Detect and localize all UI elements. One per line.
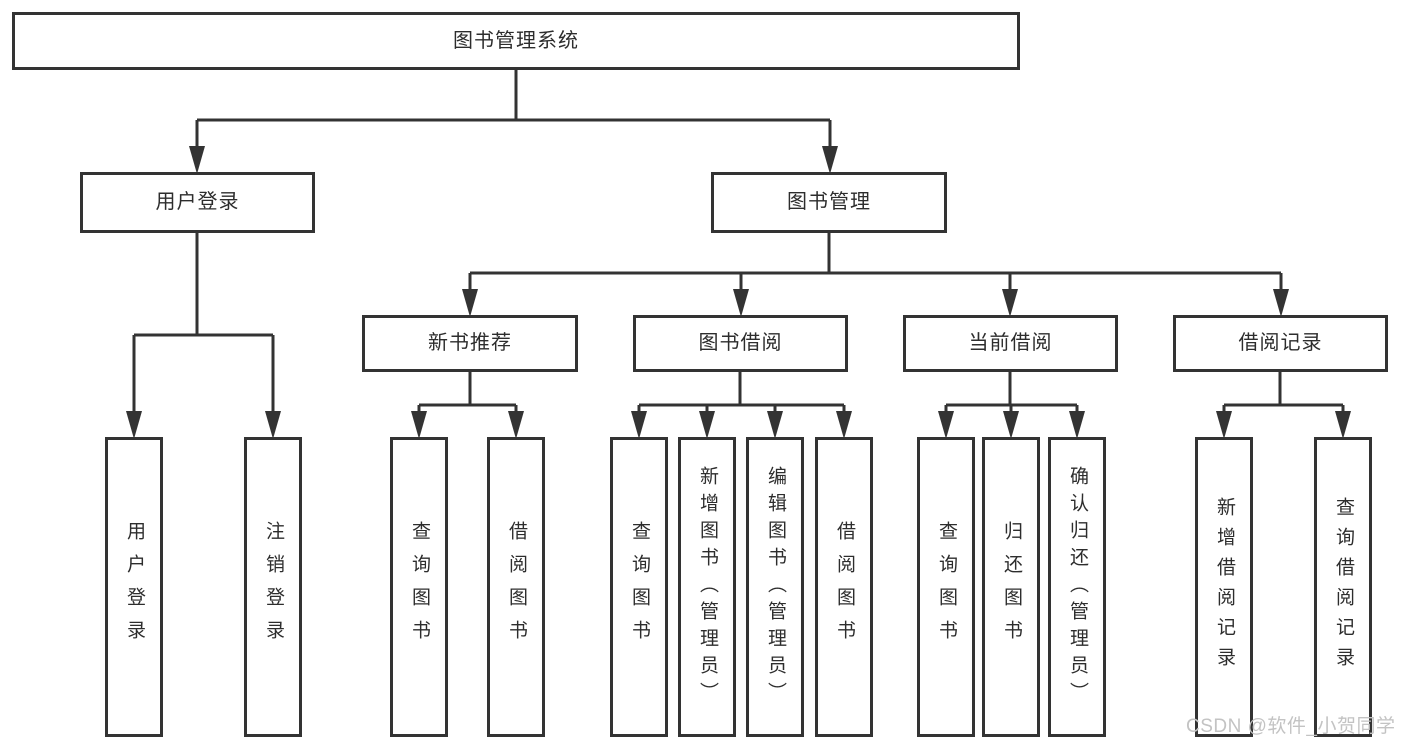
- node-user-login: 用户登录: [105, 437, 163, 737]
- csdn-watermark: CSDN @软件_小贺同学: [1186, 716, 1396, 737]
- node-query-books-borrowing: 查询图书: [610, 437, 668, 737]
- node-query-borrow-record: 查询借阅记录: [1314, 437, 1372, 737]
- node-confirm-return-admin: 确认归还（管理员）: [1048, 437, 1106, 737]
- node-book-borrowing: 图书借阅: [633, 315, 848, 372]
- node-borrowing-records: 借阅记录: [1173, 315, 1388, 372]
- node-book-management-module: 图书管理: [711, 172, 947, 233]
- connector-lines: [132, 70, 1345, 417]
- node-query-books-recommend: 查询图书: [390, 437, 448, 737]
- node-new-book-recommend: 新书推荐: [362, 315, 578, 372]
- node-root-system: 图书管理系统: [12, 12, 1020, 70]
- node-current-borrowing: 当前借阅: [903, 315, 1118, 372]
- node-logout: 注销登录: [244, 437, 302, 737]
- node-return-books: 归还图书: [982, 437, 1040, 737]
- node-borrow-books: 借阅图书: [815, 437, 873, 737]
- node-add-borrow-record: 新增借阅记录: [1195, 437, 1253, 737]
- node-edit-books-admin: 编辑图书（管理员）: [746, 437, 804, 737]
- node-user-login-module: 用户登录: [80, 172, 315, 233]
- arrowhead-icons: [126, 146, 1351, 439]
- node-borrow-books-recommend: 借阅图书: [487, 437, 545, 737]
- node-query-books-current: 查询图书: [917, 437, 975, 737]
- node-add-books-admin: 新增图书（管理员）: [678, 437, 736, 737]
